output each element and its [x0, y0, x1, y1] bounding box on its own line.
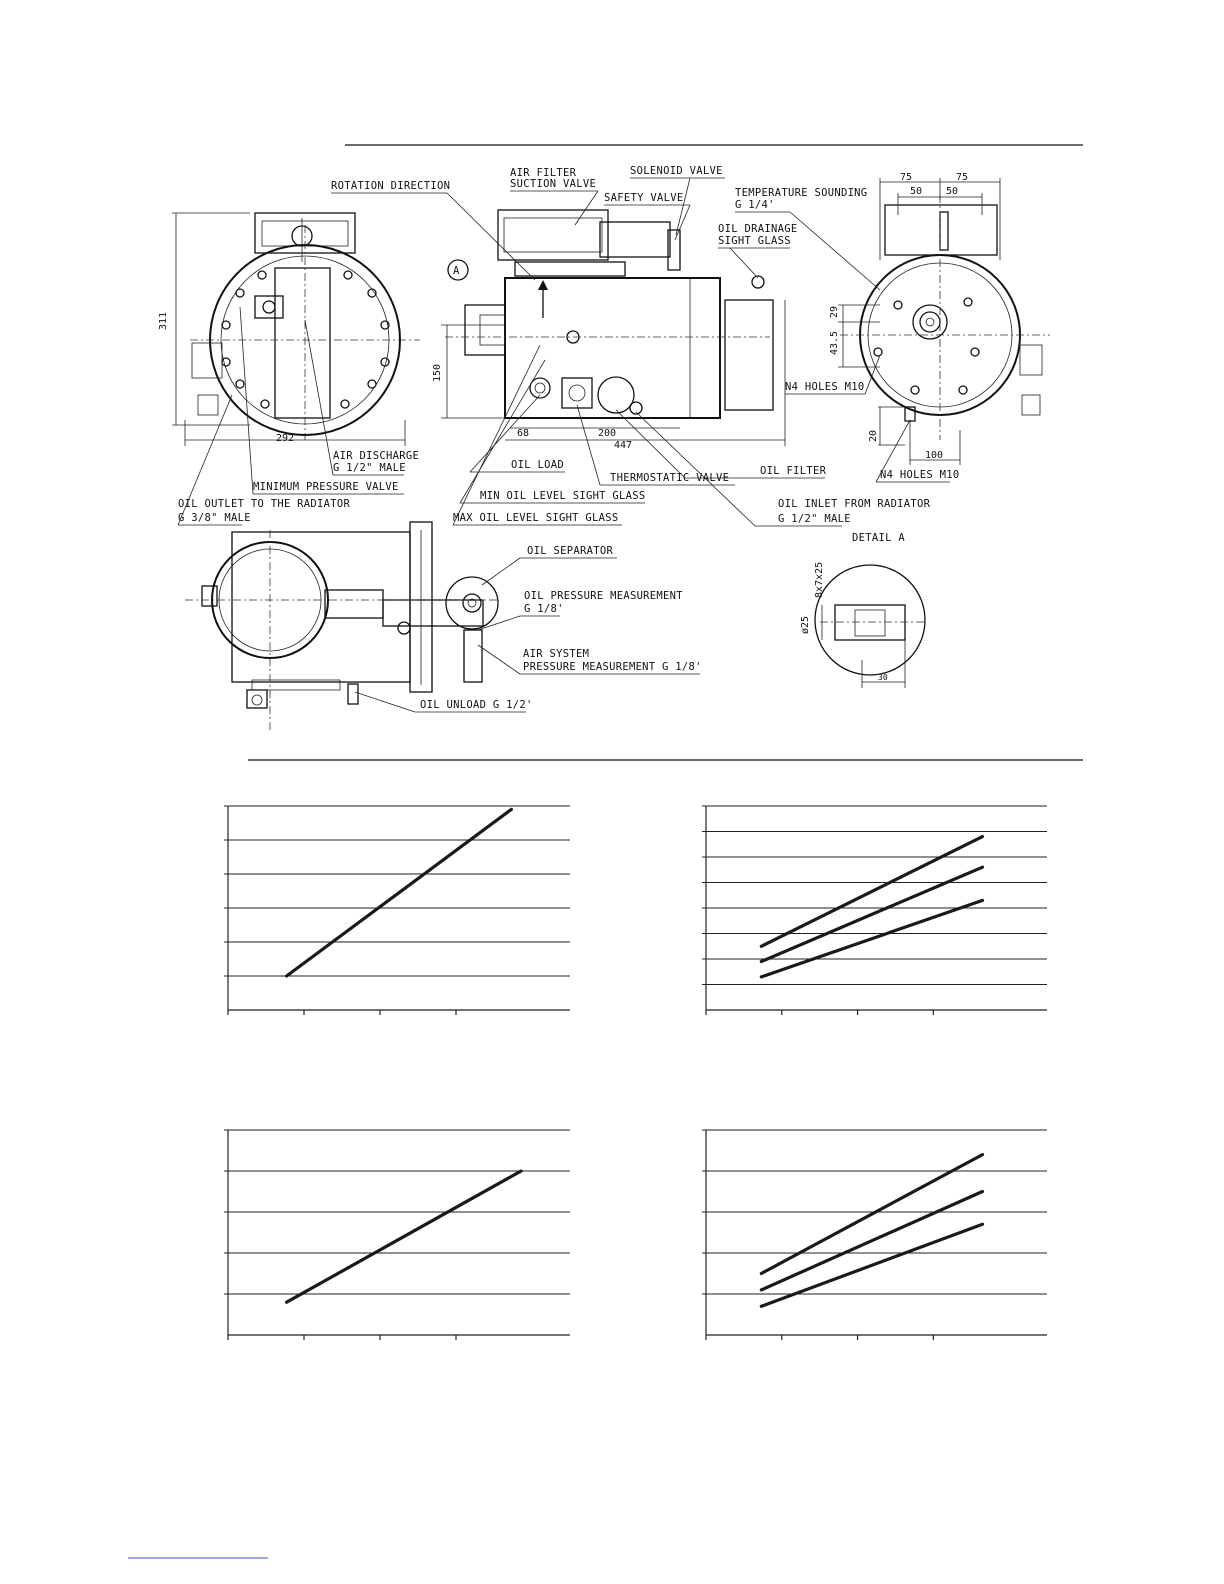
label-min-oil-level: MIN OIL LEVEL SIGHT GLASS [480, 490, 646, 502]
flange-bolts [221, 270, 390, 409]
dim-75-right: 75 [956, 172, 968, 183]
series-line-2 [759, 1189, 985, 1292]
dim-311: 311 [158, 312, 169, 330]
label-max-oil-level: MAX OIL LEVEL SIGHT GLASS [453, 512, 619, 524]
label-temperature-sounding-size: G 1/4' [735, 199, 775, 211]
label-oil-filter: OIL FILTER [760, 465, 827, 477]
dim-68: 68 [517, 428, 529, 439]
label-oil-outlet-size: G 3/8" MALE [178, 512, 251, 524]
label-thermostatic-valve: THERMOSTATIC VALVE [610, 472, 729, 484]
label-oil-pressure-measurement: OIL PRESSURE MEASUREMENT [524, 590, 683, 602]
label-oil-drainage: OIL DRAINAGE [718, 223, 797, 235]
chart-4 [702, 1129, 1047, 1340]
side-view: 150 68 200 447 A [432, 209, 786, 451]
series-line-1 [285, 807, 513, 978]
series-line-1 [759, 834, 985, 948]
series-line-1 [285, 1169, 523, 1304]
series-line-1 [759, 1152, 985, 1276]
chart-1 [224, 805, 570, 1015]
dim-50-right: 50 [946, 186, 958, 197]
label-rotation-direction: ROTATION DIRECTION [331, 180, 450, 192]
label-oil-load: OIL LOAD [511, 459, 564, 471]
label-n4-holes-front: N4 HOLES M10 [880, 469, 959, 481]
top-view [185, 521, 500, 730]
chart-3 [224, 1129, 570, 1340]
dim-29: 29 [829, 306, 840, 318]
front-view: 311 292 [158, 212, 420, 446]
label-oil-unload: OIL UNLOAD G 1/2' [420, 699, 533, 711]
label-minimum-pressure-valve: MINIMUM PRESSURE VALVE [253, 481, 399, 493]
detail-dim-8x7x25: 8x7x25 [814, 562, 825, 598]
dim-50-left: 50 [910, 186, 922, 197]
detail-dim-30: 30 [878, 673, 888, 682]
end-view: 75 75 50 50 29 43.5 20 100 [829, 172, 1050, 465]
label-detail-a: DETAIL A [852, 532, 905, 544]
label-safety-valve: SAFETY VALVE [604, 192, 683, 204]
dim-75-left: 75 [900, 172, 912, 183]
label-air-discharge-size: G 1/2" MALE [333, 462, 406, 474]
label-suction-valve: SUCTION VALVE [510, 178, 596, 190]
detail-a-callout [447, 259, 469, 281]
series-line-3 [759, 1222, 985, 1308]
label-air-discharge: AIR DISCHARGE [333, 450, 419, 462]
label-oil-drainage-sight-glass: SIGHT GLASS [718, 235, 791, 247]
label-oil-inlet: OIL INLET FROM RADIATOR [778, 498, 931, 510]
dim-20: 20 [868, 430, 879, 442]
label-air-system-pressure: PRESSURE MEASUREMENT G 1/8' [523, 661, 702, 673]
dim-200: 200 [598, 428, 616, 439]
series-line-2 [759, 865, 985, 964]
dim-100: 100 [925, 450, 943, 461]
dim-150: 150 [432, 364, 443, 382]
dim-292: 292 [276, 433, 294, 444]
dim-447: 447 [614, 440, 632, 451]
label-oil-pressure-size: G 1/8' [524, 603, 564, 615]
chart-2 [702, 805, 1047, 1015]
detail-dim-dia25: ø25 [800, 616, 811, 634]
label-temperature-sounding: TEMPERATURE SOUNDING [735, 187, 867, 199]
label-solenoid-valve: SOLENOID VALVE [630, 165, 723, 177]
label-oil-outlet: OIL OUTLET TO THE RADIATOR [178, 498, 351, 510]
label-n4-holes-side: N4 HOLES M10 [785, 381, 864, 393]
label-oil-separator: OIL SEPARATOR [527, 545, 613, 557]
dim-43-5: 43.5 [829, 331, 840, 355]
label-air-system: AIR SYSTEM [523, 648, 589, 660]
callout-labels: ROTATION DIRECTION AIR FILTER SUCTION VA… [177, 165, 959, 713]
label-air-filter: AIR FILTER [510, 167, 577, 179]
series-line-3 [759, 898, 985, 979]
detail-marker-text: A [453, 265, 460, 277]
label-oil-inlet-size: G 1/2" MALE [778, 513, 851, 525]
detail-a-view: ø25 8x7x25 30 [800, 562, 926, 688]
